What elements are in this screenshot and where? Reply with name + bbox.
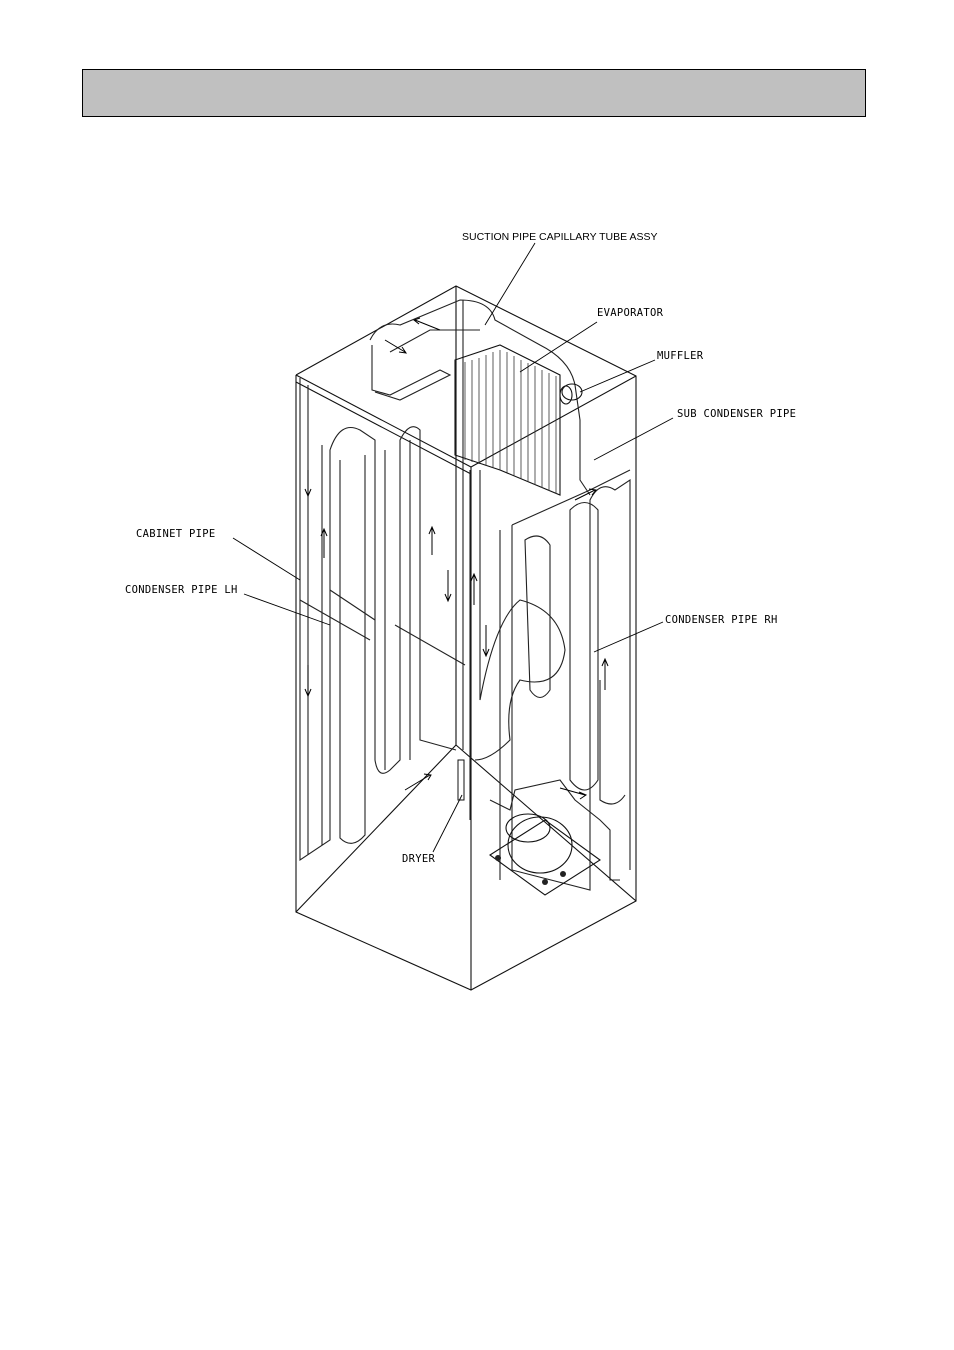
leader-lines — [233, 243, 673, 852]
condenser-rh-label: CONDENSER PIPE RH — [665, 614, 778, 626]
dryer — [458, 760, 464, 800]
condenser-lh-label: CONDENSER PIPE LH — [125, 584, 238, 596]
cabinet-outline — [296, 286, 636, 990]
evaporator-label: EVAPORATOR — [597, 307, 664, 319]
dryer-label: DRYER — [402, 853, 435, 865]
muffler-label: MUFFLER — [657, 350, 704, 362]
muffler — [560, 384, 582, 404]
suction-pipe-label: SUCTION PIPE CAPILLARY TUBE ASSY — [462, 231, 658, 243]
sub-condenser-label: SUB CONDENSER PIPE — [677, 408, 796, 420]
cabinet-pipe-label: CABINET PIPE — [136, 528, 215, 540]
sub-condenser-pipe — [370, 300, 590, 495]
